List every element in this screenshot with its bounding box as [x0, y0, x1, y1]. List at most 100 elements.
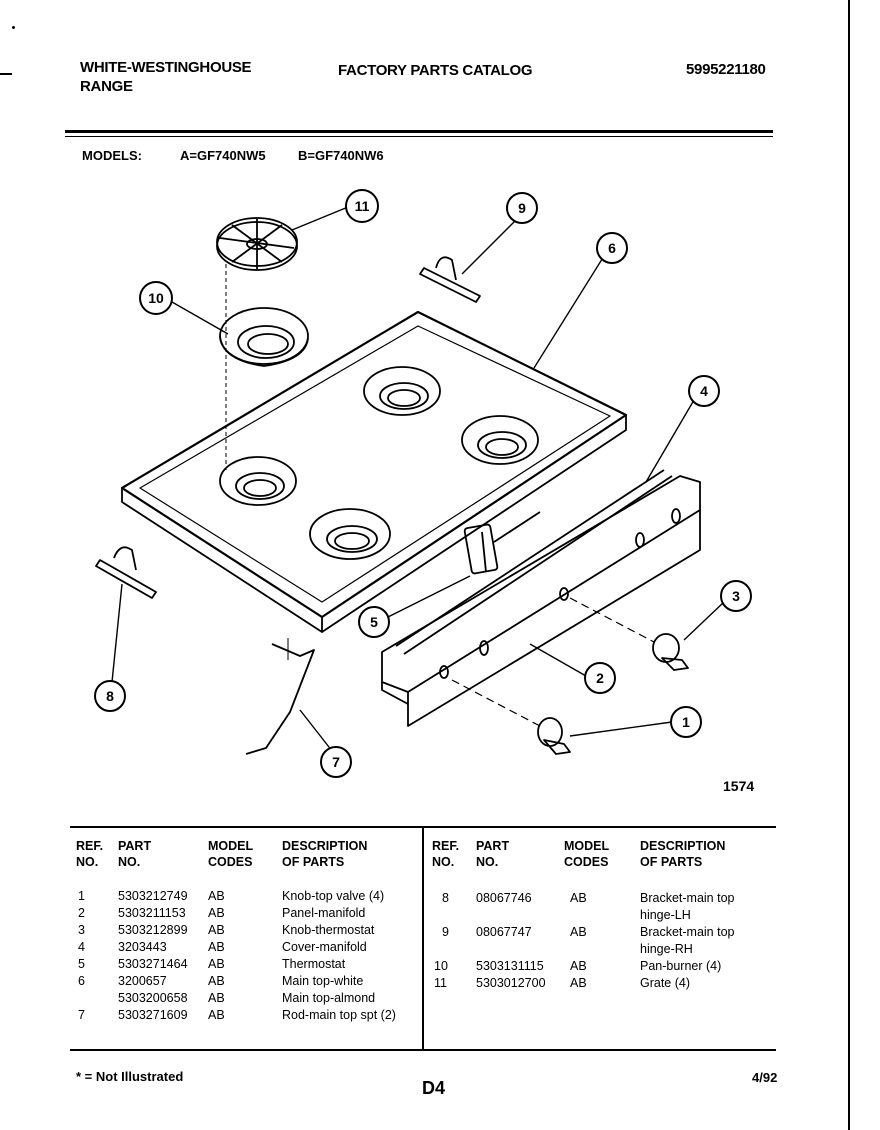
hdr-part-2: NO. [476, 855, 499, 869]
callout-8: 8 [94, 680, 126, 712]
ref-no: 7 [78, 1008, 85, 1022]
part-description: Panel-manifold [282, 906, 366, 920]
hdr-desc-1: DESCRIPTION [640, 839, 726, 853]
model-codes: AB [208, 974, 225, 988]
margin-dot [12, 26, 15, 29]
hdr-desc-2: OF PARTS [282, 855, 345, 869]
model-codes: AB [208, 923, 225, 937]
part-no: 5303212749 [118, 889, 188, 903]
ref-no: 11 [434, 976, 447, 990]
not-illustrated-note: * = Not Illustrated [76, 1069, 184, 1084]
leader-lines [111, 206, 725, 757]
page-code: D4 [422, 1078, 446, 1098]
exploded-parts-diagram: 1 2 3 4 5 6 7 8 9 10 11 [94, 189, 752, 778]
callout-4-label: 4 [700, 383, 708, 399]
revision-date: 4/92 [752, 1070, 778, 1085]
part-description: Bracket-main top [640, 891, 735, 905]
callout-7-label: 7 [332, 754, 340, 770]
part-description: Knob-thermostat [282, 923, 375, 937]
ref-no: 1 [78, 889, 85, 903]
part-description-cont: hinge-LH [640, 908, 691, 922]
hdr-desc-1: DESCRIPTION [282, 839, 368, 853]
part-description: Cover-manifold [282, 940, 367, 954]
part-no: 5303271609 [118, 1008, 188, 1022]
callout-9-label: 9 [518, 200, 526, 216]
hinge-bracket-lh-drawing [95, 546, 157, 599]
callout-1-label: 1 [682, 714, 690, 730]
model-codes: AB [208, 940, 225, 954]
part-no: 3200657 [118, 974, 167, 988]
callout-5: 5 [358, 606, 390, 638]
hdr-part-2: NO. [118, 855, 141, 869]
part-no: 5303131115 [476, 959, 544, 973]
hdr-ref-2: NO. [432, 855, 455, 869]
table-rule-bottom [70, 1049, 776, 1051]
callout-7: 7 [320, 746, 352, 778]
callout-11: 11 [345, 189, 379, 223]
callout-8-label: 8 [106, 688, 114, 704]
ref-no: 10 [434, 959, 448, 973]
part-no: 5303211153 [118, 906, 186, 920]
table-row: hinge-LH [432, 907, 770, 924]
callout-6-label: 6 [608, 240, 616, 256]
models-label: MODELS: [82, 148, 142, 163]
callout-6: 6 [596, 232, 628, 264]
part-no: 3203443 [118, 940, 167, 954]
catalog-title: FACTORY PARTS CATALOG [338, 62, 533, 79]
table-divider [422, 826, 424, 1050]
part-description: Pan-burner (4) [640, 959, 722, 973]
callout-3: 3 [720, 580, 752, 612]
hdr-model-2: CODES [208, 855, 253, 869]
part-no: 08067747 [476, 925, 532, 939]
part-description: Grate (4) [640, 976, 691, 990]
callout-1: 1 [670, 706, 702, 738]
callout-2-label: 2 [596, 670, 604, 686]
model-codes: AB [208, 991, 225, 1005]
model-a: A=GF740NW5 [180, 148, 266, 163]
hdr-ref-2: NO. [76, 855, 99, 869]
callout-11-label: 11 [355, 198, 370, 214]
knob-thermostat-drawing [569, 597, 689, 671]
hdr-model-2: CODES [564, 855, 609, 869]
figure-number: 1574 [723, 778, 755, 794]
grate-drawing [216, 217, 298, 271]
knob-valve-drawing [451, 679, 571, 755]
hinge-bracket-rh-drawing [419, 256, 481, 303]
header-rule-bottom [65, 136, 773, 137]
model-codes: AB [208, 957, 225, 971]
ref-no: 2 [78, 906, 85, 920]
part-no: 5303200658 [118, 991, 188, 1005]
part-description: Knob-top valve (4) [282, 889, 385, 903]
ref-no: 5 [78, 957, 85, 971]
ref-no [76, 990, 118, 1007]
hdr-desc-2: OF PARTS [640, 855, 703, 869]
margin-mark [0, 73, 12, 75]
part-no: 5303212899 [118, 923, 188, 937]
callout-5-label: 5 [370, 614, 378, 630]
hdr-model-1: MODEL [208, 839, 254, 853]
ref-no: 8 [442, 891, 449, 905]
burner-pan-drawing [219, 307, 309, 367]
part-no: 5303012700 [476, 976, 546, 990]
page-border [848, 0, 850, 1130]
callout-2: 2 [584, 662, 616, 694]
catalog-number: 5995221180 [686, 61, 766, 78]
hdr-ref-1: REF. [432, 839, 460, 853]
model-codes: AB [208, 1008, 225, 1022]
brand-line1: WHITE-WESTINGHOUSE [80, 59, 252, 76]
model-b: B=GF740NW6 [298, 148, 384, 163]
part-no: 5303271464 [118, 957, 188, 971]
